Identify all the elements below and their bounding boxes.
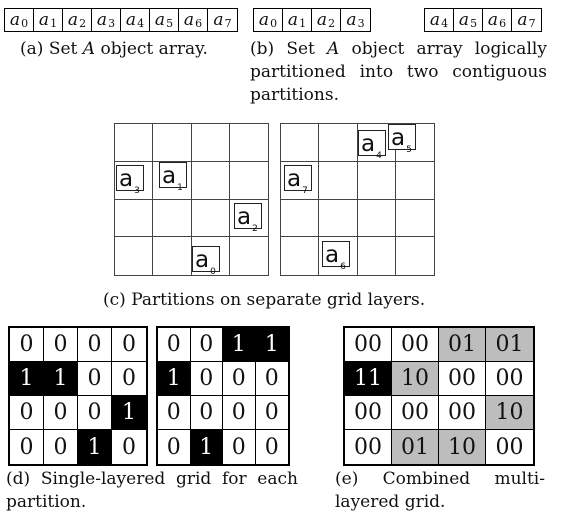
- grid-cell: 0: [264, 434, 279, 460]
- caption-a: (a) Set A object array.: [20, 39, 208, 59]
- caption-b: (b) Set A object array logically partiti…: [250, 38, 547, 107]
- caption-d-line-1: (d) Single-layered grid for each: [6, 469, 298, 489]
- grid-cell: 00: [345, 328, 392, 362]
- grid-object: a2: [234, 203, 262, 234]
- grid-cell: 00: [345, 396, 392, 430]
- grid-cell: 00: [392, 396, 439, 430]
- grid-cell: 10: [486, 396, 533, 430]
- grid-object: a5: [388, 124, 416, 155]
- grid-cell: 00: [345, 430, 392, 464]
- grid-cell: 0: [223, 430, 256, 464]
- grid-cell: 0: [122, 434, 136, 460]
- grid-cell: 11: [345, 362, 392, 396]
- caption-e: (e) Combined multi- layered grid.: [335, 468, 545, 514]
- grid-cell: 0: [255, 362, 288, 396]
- caption-e-line-2: layered grid.: [335, 492, 446, 512]
- caption-e-line-1: (e) Combined multi-: [335, 469, 545, 489]
- grid-cell: 1: [78, 430, 112, 464]
- grid-object: a6: [322, 241, 350, 272]
- grid-cell: 1: [255, 328, 288, 362]
- grid-cell: 01: [392, 430, 439, 464]
- grid-cell: 0: [78, 396, 112, 430]
- grid-cell: 0: [190, 396, 223, 430]
- grid-cell: 00: [392, 328, 439, 362]
- caption-d: (d) Single-layered grid for each partiti…: [6, 468, 298, 514]
- grid-cell: 0: [10, 328, 44, 362]
- grid-cell: 0: [10, 396, 44, 430]
- grid-cell: 0: [44, 430, 78, 464]
- grid-object: a0: [192, 246, 220, 277]
- grid-object: a4: [358, 130, 386, 161]
- grid-cell: 0: [190, 362, 223, 396]
- grid-layer-1: a3 a1 a2 a0: [114, 123, 269, 277]
- grid-cell: 1: [10, 362, 44, 396]
- grid-cell: 1: [112, 396, 146, 430]
- grid-cell: 0: [190, 328, 223, 362]
- grid-cell: 00: [439, 362, 486, 396]
- grid-cell: 0: [112, 328, 146, 362]
- grid-cell: 00: [486, 362, 533, 396]
- grid-cell: 0: [255, 396, 288, 430]
- grid-cell: 0: [158, 396, 191, 430]
- grid-cell: 1: [223, 328, 256, 362]
- caption-d-line-2: partition.: [6, 492, 87, 512]
- grid-cell: 0: [78, 328, 112, 362]
- caption-b-line-3: partitions.: [250, 85, 339, 105]
- grid-cell: 1: [190, 430, 223, 464]
- grid-cell: 00: [439, 396, 486, 430]
- grid-cell: 00: [495, 434, 524, 460]
- grid-cell: 01: [439, 328, 486, 362]
- grid-cell: 1: [44, 362, 78, 396]
- grid-cell: 0: [44, 328, 78, 362]
- grid-object: a7: [284, 165, 312, 196]
- caption-b-line-2: partitioned into two contiguous: [250, 62, 547, 82]
- caption-b-line-1: (b) Set A object array logically: [250, 39, 547, 59]
- grid-cell: 0: [112, 362, 146, 396]
- grid-cell: 0: [44, 396, 78, 430]
- grid-cell: 0: [158, 430, 191, 464]
- grid-cell: 0: [158, 328, 191, 362]
- grid-cell: 0: [223, 362, 256, 396]
- grid-cell: 1: [158, 362, 191, 396]
- grid-layer-2: a4 a5 a7 a6: [280, 123, 435, 276]
- grid-cell: 10: [392, 362, 439, 396]
- grid-object: a1: [159, 162, 187, 193]
- caption-c: (c) Partitions on separate grid layers.: [103, 290, 426, 310]
- grid-cell: 0: [10, 430, 44, 464]
- grid-cell: 01: [486, 328, 533, 362]
- grid-cell: 0: [223, 396, 256, 430]
- grid-object: a3: [116, 165, 144, 196]
- grid-cell: 0: [78, 362, 112, 396]
- grid-cell: 10: [439, 430, 486, 464]
